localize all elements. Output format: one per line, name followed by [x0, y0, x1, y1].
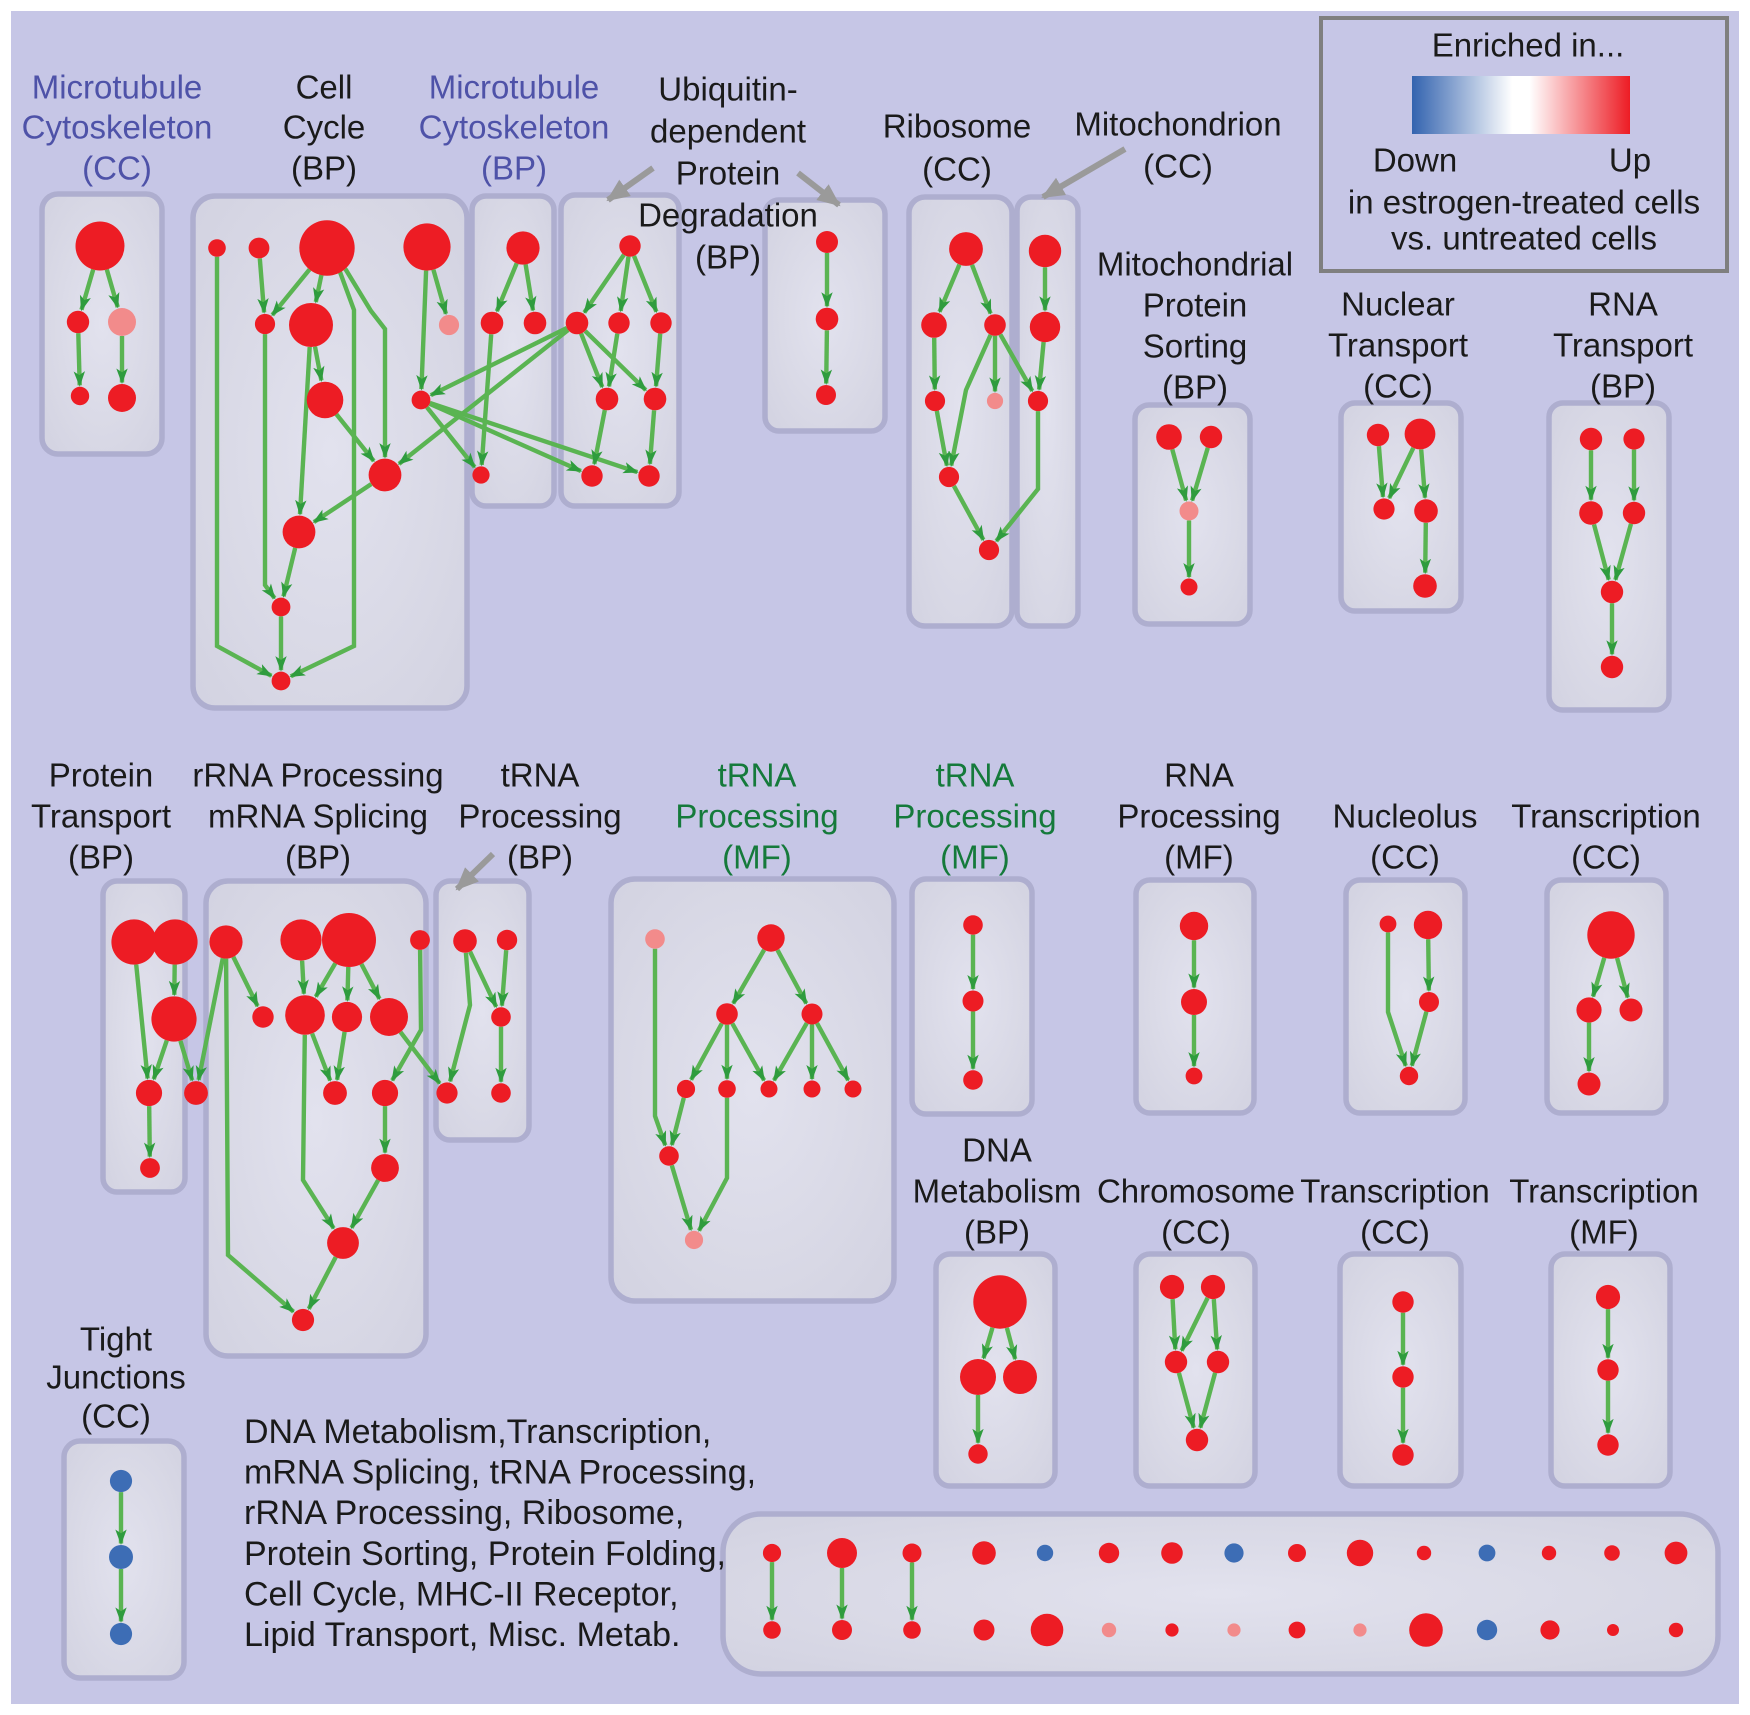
svg-text:Protein: Protein [49, 757, 154, 794]
svg-text:rRNA Processing, Ribosome,: rRNA Processing, Ribosome, [244, 1494, 684, 1532]
svg-text:DNA: DNA [962, 1132, 1032, 1169]
svg-text:Degradation: Degradation [638, 197, 818, 234]
svg-text:(BP): (BP) [285, 839, 351, 876]
svg-text:Transport: Transport [31, 798, 171, 835]
svg-text:Processing: Processing [1117, 798, 1280, 835]
svg-text:Transcription: Transcription [1509, 1173, 1699, 1210]
svg-text:mRNA Splicing, tRNA Processing: mRNA Splicing, tRNA Processing, [244, 1454, 756, 1492]
svg-text:(CC): (CC) [82, 150, 152, 187]
svg-text:Nuclear: Nuclear [1341, 286, 1455, 323]
svg-text:Cytoskeleton: Cytoskeleton [22, 109, 213, 146]
svg-text:Transcription: Transcription [1300, 1173, 1490, 1210]
svg-text:DNA Metabolism,Transcription,: DNA Metabolism,Transcription, [244, 1413, 711, 1451]
svg-text:Lipid Transport, Misc. Metab.: Lipid Transport, Misc. Metab. [244, 1616, 681, 1654]
svg-text:(CC): (CC) [1360, 1214, 1430, 1251]
svg-text:RNA: RNA [1164, 757, 1234, 794]
svg-text:Cell: Cell [296, 69, 353, 106]
svg-text:Protein: Protein [676, 155, 781, 192]
svg-text:Transcription: Transcription [1511, 798, 1701, 835]
svg-text:Up: Up [1609, 142, 1651, 179]
svg-text:(CC): (CC) [1161, 1214, 1231, 1251]
svg-text:Processing: Processing [675, 798, 838, 835]
svg-text:tRNA: tRNA [501, 757, 580, 794]
svg-text:Ubiquitin-: Ubiquitin- [658, 71, 797, 108]
svg-text:Nucleolus: Nucleolus [1333, 798, 1478, 835]
svg-text:(MF): (MF) [940, 839, 1010, 876]
svg-text:Chromosome: Chromosome [1097, 1173, 1295, 1210]
svg-text:(BP): (BP) [1162, 369, 1228, 406]
svg-text:in estrogen-treated cells: in estrogen-treated cells [1348, 184, 1700, 221]
svg-text:Protein Sorting, Protein Foldi: Protein Sorting, Protein Folding, [244, 1535, 726, 1573]
svg-text:(CC): (CC) [1363, 368, 1433, 405]
svg-text:Enriched in...: Enriched in... [1432, 27, 1625, 64]
svg-text:(BP): (BP) [507, 839, 573, 876]
svg-text:(CC): (CC) [1143, 148, 1213, 185]
svg-text:vs. untreated cells: vs. untreated cells [1391, 220, 1657, 257]
svg-text:(BP): (BP) [291, 150, 357, 187]
svg-text:Cell Cycle, MHC-II Receptor,: Cell Cycle, MHC-II Receptor, [244, 1575, 679, 1613]
svg-text:Cytoskeleton: Cytoskeleton [419, 109, 610, 146]
svg-text:Transport: Transport [1328, 327, 1468, 364]
svg-text:(MF): (MF) [1164, 839, 1234, 876]
svg-text:Metabolism: Metabolism [913, 1173, 1082, 1210]
svg-text:tRNA: tRNA [718, 757, 797, 794]
svg-text:(CC): (CC) [922, 151, 992, 188]
svg-text:(BP): (BP) [68, 839, 134, 876]
svg-text:Cycle: Cycle [283, 109, 366, 146]
svg-text:Transport: Transport [1553, 327, 1693, 364]
svg-text:(MF): (MF) [722, 839, 792, 876]
svg-text:(BP): (BP) [1590, 368, 1656, 405]
svg-text:(BP): (BP) [695, 239, 761, 276]
svg-text:(BP): (BP) [964, 1214, 1030, 1251]
svg-text:(MF): (MF) [1569, 1214, 1639, 1251]
svg-text:(CC): (CC) [81, 1398, 151, 1435]
svg-text:tRNA: tRNA [936, 757, 1015, 794]
svg-text:Microtubule: Microtubule [429, 69, 600, 106]
svg-text:Junctions: Junctions [46, 1359, 185, 1396]
svg-text:(BP): (BP) [481, 150, 547, 187]
svg-text:Processing: Processing [458, 798, 621, 835]
svg-text:(CC): (CC) [1571, 839, 1641, 876]
svg-text:Down: Down [1373, 142, 1457, 179]
svg-text:Protein: Protein [1143, 287, 1248, 324]
svg-text:Sorting: Sorting [1143, 328, 1248, 365]
svg-text:Tight: Tight [80, 1321, 152, 1358]
svg-text:rRNA Processing: rRNA Processing [192, 757, 443, 794]
svg-text:dependent: dependent [650, 113, 806, 150]
svg-text:RNA: RNA [1588, 286, 1658, 323]
svg-text:Ribosome: Ribosome [883, 108, 1032, 145]
svg-text:mRNA Splicing: mRNA Splicing [208, 798, 428, 835]
svg-text:Mitochondrion: Mitochondrion [1074, 106, 1281, 143]
svg-text:Microtubule: Microtubule [32, 69, 203, 106]
svg-text:Mitochondrial: Mitochondrial [1097, 246, 1293, 283]
svg-text:Processing: Processing [893, 798, 1056, 835]
svg-text:(CC): (CC) [1370, 839, 1440, 876]
